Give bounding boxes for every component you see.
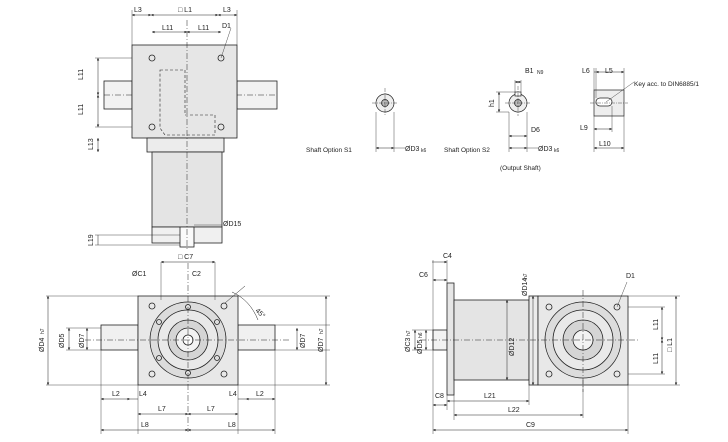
dim-d14: ØD14 <box>522 278 529 296</box>
dim-l22: L22 <box>508 407 520 414</box>
side-view <box>412 260 680 434</box>
dim-d3-s1-tol: k6 <box>421 148 427 154</box>
dim-l6: L6 <box>582 68 590 75</box>
dim-l4-right: L4 <box>229 391 237 398</box>
dim-d3-s2-tol: k6 <box>554 148 560 154</box>
dim-l11-vertical-b: L11 <box>78 104 85 115</box>
dim-d7-outer-tol: h7 <box>319 328 325 334</box>
dim-l9: L9 <box>580 125 588 132</box>
dim-l5: L5 <box>605 68 613 75</box>
dim-d5-side-tol: h6 <box>418 332 424 338</box>
dim-d7-outer: ØD7 <box>318 338 325 353</box>
dim-l4-left: L4 <box>139 391 147 398</box>
dim-c3: ØC3 <box>405 338 412 353</box>
caption-shaft-option-s1: Shaft Option S1 <box>306 147 352 154</box>
dim-d7-left: ØD7 <box>79 334 86 349</box>
front-view-labels: □ C7 ØC1 C2 ØD4 h7 ØD5 ØD7 ØD7 ØD7 h7 45… <box>39 254 325 429</box>
dim-l7-left: L7 <box>158 406 166 413</box>
dim-l10: L10 <box>599 141 611 148</box>
angle-45: 45° <box>254 307 267 320</box>
label-d1: D1 <box>222 23 231 30</box>
dim-l11-a: L11 <box>162 25 173 32</box>
dim-c6: C6 <box>419 272 428 279</box>
dim-l1-side: □ L1 <box>667 338 674 352</box>
dim-d12: ØD12 <box>509 338 516 356</box>
dim-l11-vertical-a: L11 <box>78 69 85 80</box>
dim-l11-side-a: L11 <box>653 319 660 330</box>
dim-l8-right: L8 <box>228 422 236 429</box>
top-view <box>95 10 278 250</box>
dim-d4: ØD4 <box>39 338 46 353</box>
dim-l3-left: L3 <box>134 7 142 14</box>
dim-d4-tol: h7 <box>40 328 46 334</box>
key-detail <box>590 68 635 152</box>
dim-c4: C4 <box>443 253 452 260</box>
dim-d3-s2: ØD3 <box>538 146 553 153</box>
shaft-option-s1 <box>372 88 405 152</box>
dim-c1: ØC1 <box>132 271 147 278</box>
caption-shaft-option-s2: Shaft Option S2 <box>444 147 490 154</box>
dim-l3-right: L3 <box>223 7 231 14</box>
dim-d7-right: ØD7 <box>300 334 307 349</box>
side-view-labels: C4 C6 ØC3 h7 ØD5 h6 ØD12 ØD14 h7 D1 L11 … <box>405 253 674 429</box>
dim-d14-tol: h7 <box>523 273 529 279</box>
dim-l11-b: L11 <box>198 25 209 32</box>
dim-c8: C8 <box>435 393 444 400</box>
caption-output-shaft: (Output Shaft) <box>500 165 541 172</box>
front-view <box>46 260 330 434</box>
dim-d5-side: ØD5 <box>417 340 424 355</box>
top-view-labels: L3 □ L1 L3 L11 L11 D1 L11 L11 L13 ØD15 L… <box>78 7 241 246</box>
dim-l11-side-b: L11 <box>653 353 660 364</box>
dim-l2-right: L2 <box>256 391 264 398</box>
dim-d5: ØD5 <box>59 334 66 349</box>
key-note: Key acc. to DIN6885/1 <box>634 81 699 88</box>
label-d1-side: D1 <box>626 273 635 280</box>
label-d15: ØD15 <box>223 221 241 228</box>
dim-l7-right: L7 <box>207 406 215 413</box>
dim-h1: h1 <box>489 99 496 107</box>
dim-l1: □ L1 <box>178 7 192 14</box>
dim-l8-left: L8 <box>141 422 149 429</box>
dim-l2-left: L2 <box>112 391 120 398</box>
dim-d6: D6 <box>531 127 540 134</box>
dim-c7: □ C7 <box>178 254 193 261</box>
dim-d3-s1: ØD3 <box>405 146 420 153</box>
dim-b1-tol: N9 <box>537 70 544 76</box>
dim-c9: C9 <box>526 422 535 429</box>
dim-l13: L13 <box>88 138 95 150</box>
dim-b1: B1 <box>525 68 534 75</box>
shaft-option-s2 <box>496 80 538 152</box>
dim-c3-tol: h7 <box>406 330 412 336</box>
dim-l21: L21 <box>484 393 496 400</box>
dim-l19: L19 <box>88 234 95 246</box>
dim-c2: C2 <box>192 271 201 278</box>
